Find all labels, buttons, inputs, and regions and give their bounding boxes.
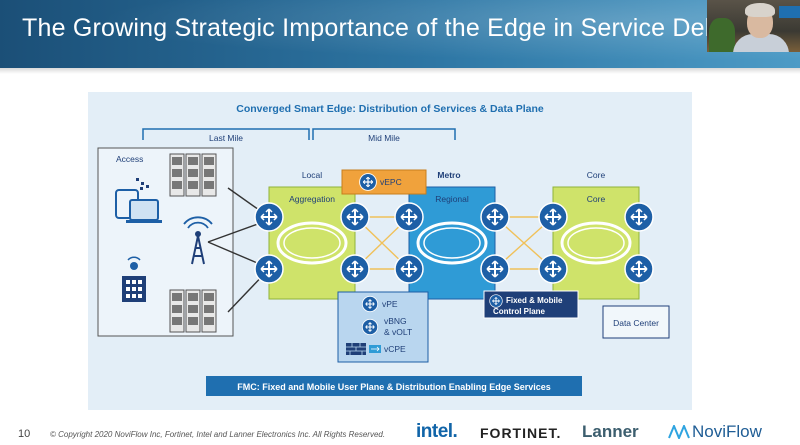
- mid-mile-brace: [312, 128, 456, 140]
- core-ring: [560, 221, 632, 265]
- building-icon: [122, 256, 146, 302]
- edge-diagram: Converged Smart Edge: Distribution of Se…: [88, 92, 692, 410]
- core-ring-inner: [567, 227, 625, 259]
- fortinet-logo: FORTINET.: [480, 425, 562, 441]
- slide-header: The Growing Strategic Importance of the …: [0, 0, 800, 68]
- regional-ring-inner: [423, 227, 481, 259]
- core-column-label: Core: [587, 170, 606, 180]
- control-plane-label-2: Control Plane: [493, 307, 546, 316]
- devices-icon: [115, 178, 162, 223]
- lanner-logo: Lanner: [582, 422, 639, 441]
- webcam-plant: [709, 18, 735, 52]
- webcam-sign: [779, 6, 800, 18]
- vpe-router-icon: [361, 295, 379, 313]
- slide-title: The Growing Strategic Importance of the …: [22, 14, 765, 42]
- page-number: 10: [18, 428, 31, 440]
- core-label: Core: [587, 194, 606, 204]
- server-rack-bottom-icon: [169, 289, 217, 333]
- firewall-icon: [346, 343, 381, 355]
- aggregation-ring-inner: [283, 227, 341, 259]
- mid-mile-brace-gap: [359, 131, 409, 144]
- last-mile-brace: [142, 128, 310, 140]
- regional-label: Regional: [435, 194, 469, 204]
- fmc-banner: [206, 376, 582, 396]
- cell-tower-icon: [183, 216, 213, 265]
- data-center-box: [602, 305, 670, 339]
- diagram-heading: Converged Smart Edge: Distribution of Se…: [236, 103, 544, 115]
- vbng-router-icon: [361, 318, 379, 336]
- control-plane-label-1: Fixed & Mobile: [506, 296, 563, 305]
- copyright-text: © Copyright 2020 NoviFlow Inc, Fortinet,…: [50, 430, 386, 439]
- fmc-banner-text: FMC: Fixed and Mobile User Plane & Distr…: [237, 382, 551, 392]
- metro-label: Metro: [437, 170, 460, 180]
- vepc-label: vEPC: [380, 177, 402, 187]
- control-plane-router-icon: [489, 294, 503, 308]
- edge-diagram-svg: Converged Smart Edge: Distribution of Se…: [97, 103, 670, 396]
- local-label: Local: [302, 170, 322, 180]
- data-center-label: Data Center: [613, 318, 659, 328]
- vpe-label: vPE: [382, 299, 398, 309]
- noviflow-mark-icon: [668, 425, 690, 439]
- vbng-label-2: & vOLT: [384, 327, 412, 337]
- aggregation-ring: [276, 221, 348, 265]
- webcam-person-hair: [745, 3, 775, 17]
- vepc-router-icon: [359, 173, 377, 191]
- vcpe-label: vCPE: [384, 344, 406, 354]
- mid-mile-label: Mid Mile: [368, 133, 400, 143]
- intel-logo: intel.: [416, 421, 458, 442]
- last-mile-label: Last Mile: [209, 133, 243, 143]
- aggregation-label: Aggregation: [289, 194, 335, 204]
- server-rack-top-icon: [169, 153, 217, 197]
- noviflow-logo: NoviFlow: [692, 422, 762, 441]
- vbng-label-1: vBNG: [384, 316, 407, 326]
- vepc-box: [341, 169, 427, 195]
- webcam-thumbnail[interactable]: [707, 0, 800, 52]
- regional-ring: [416, 221, 488, 265]
- last-mile-brace-gap: [201, 131, 251, 144]
- webcam-person-body: [733, 34, 789, 52]
- access-label: Access: [116, 154, 143, 164]
- header-shadow: [0, 68, 800, 74]
